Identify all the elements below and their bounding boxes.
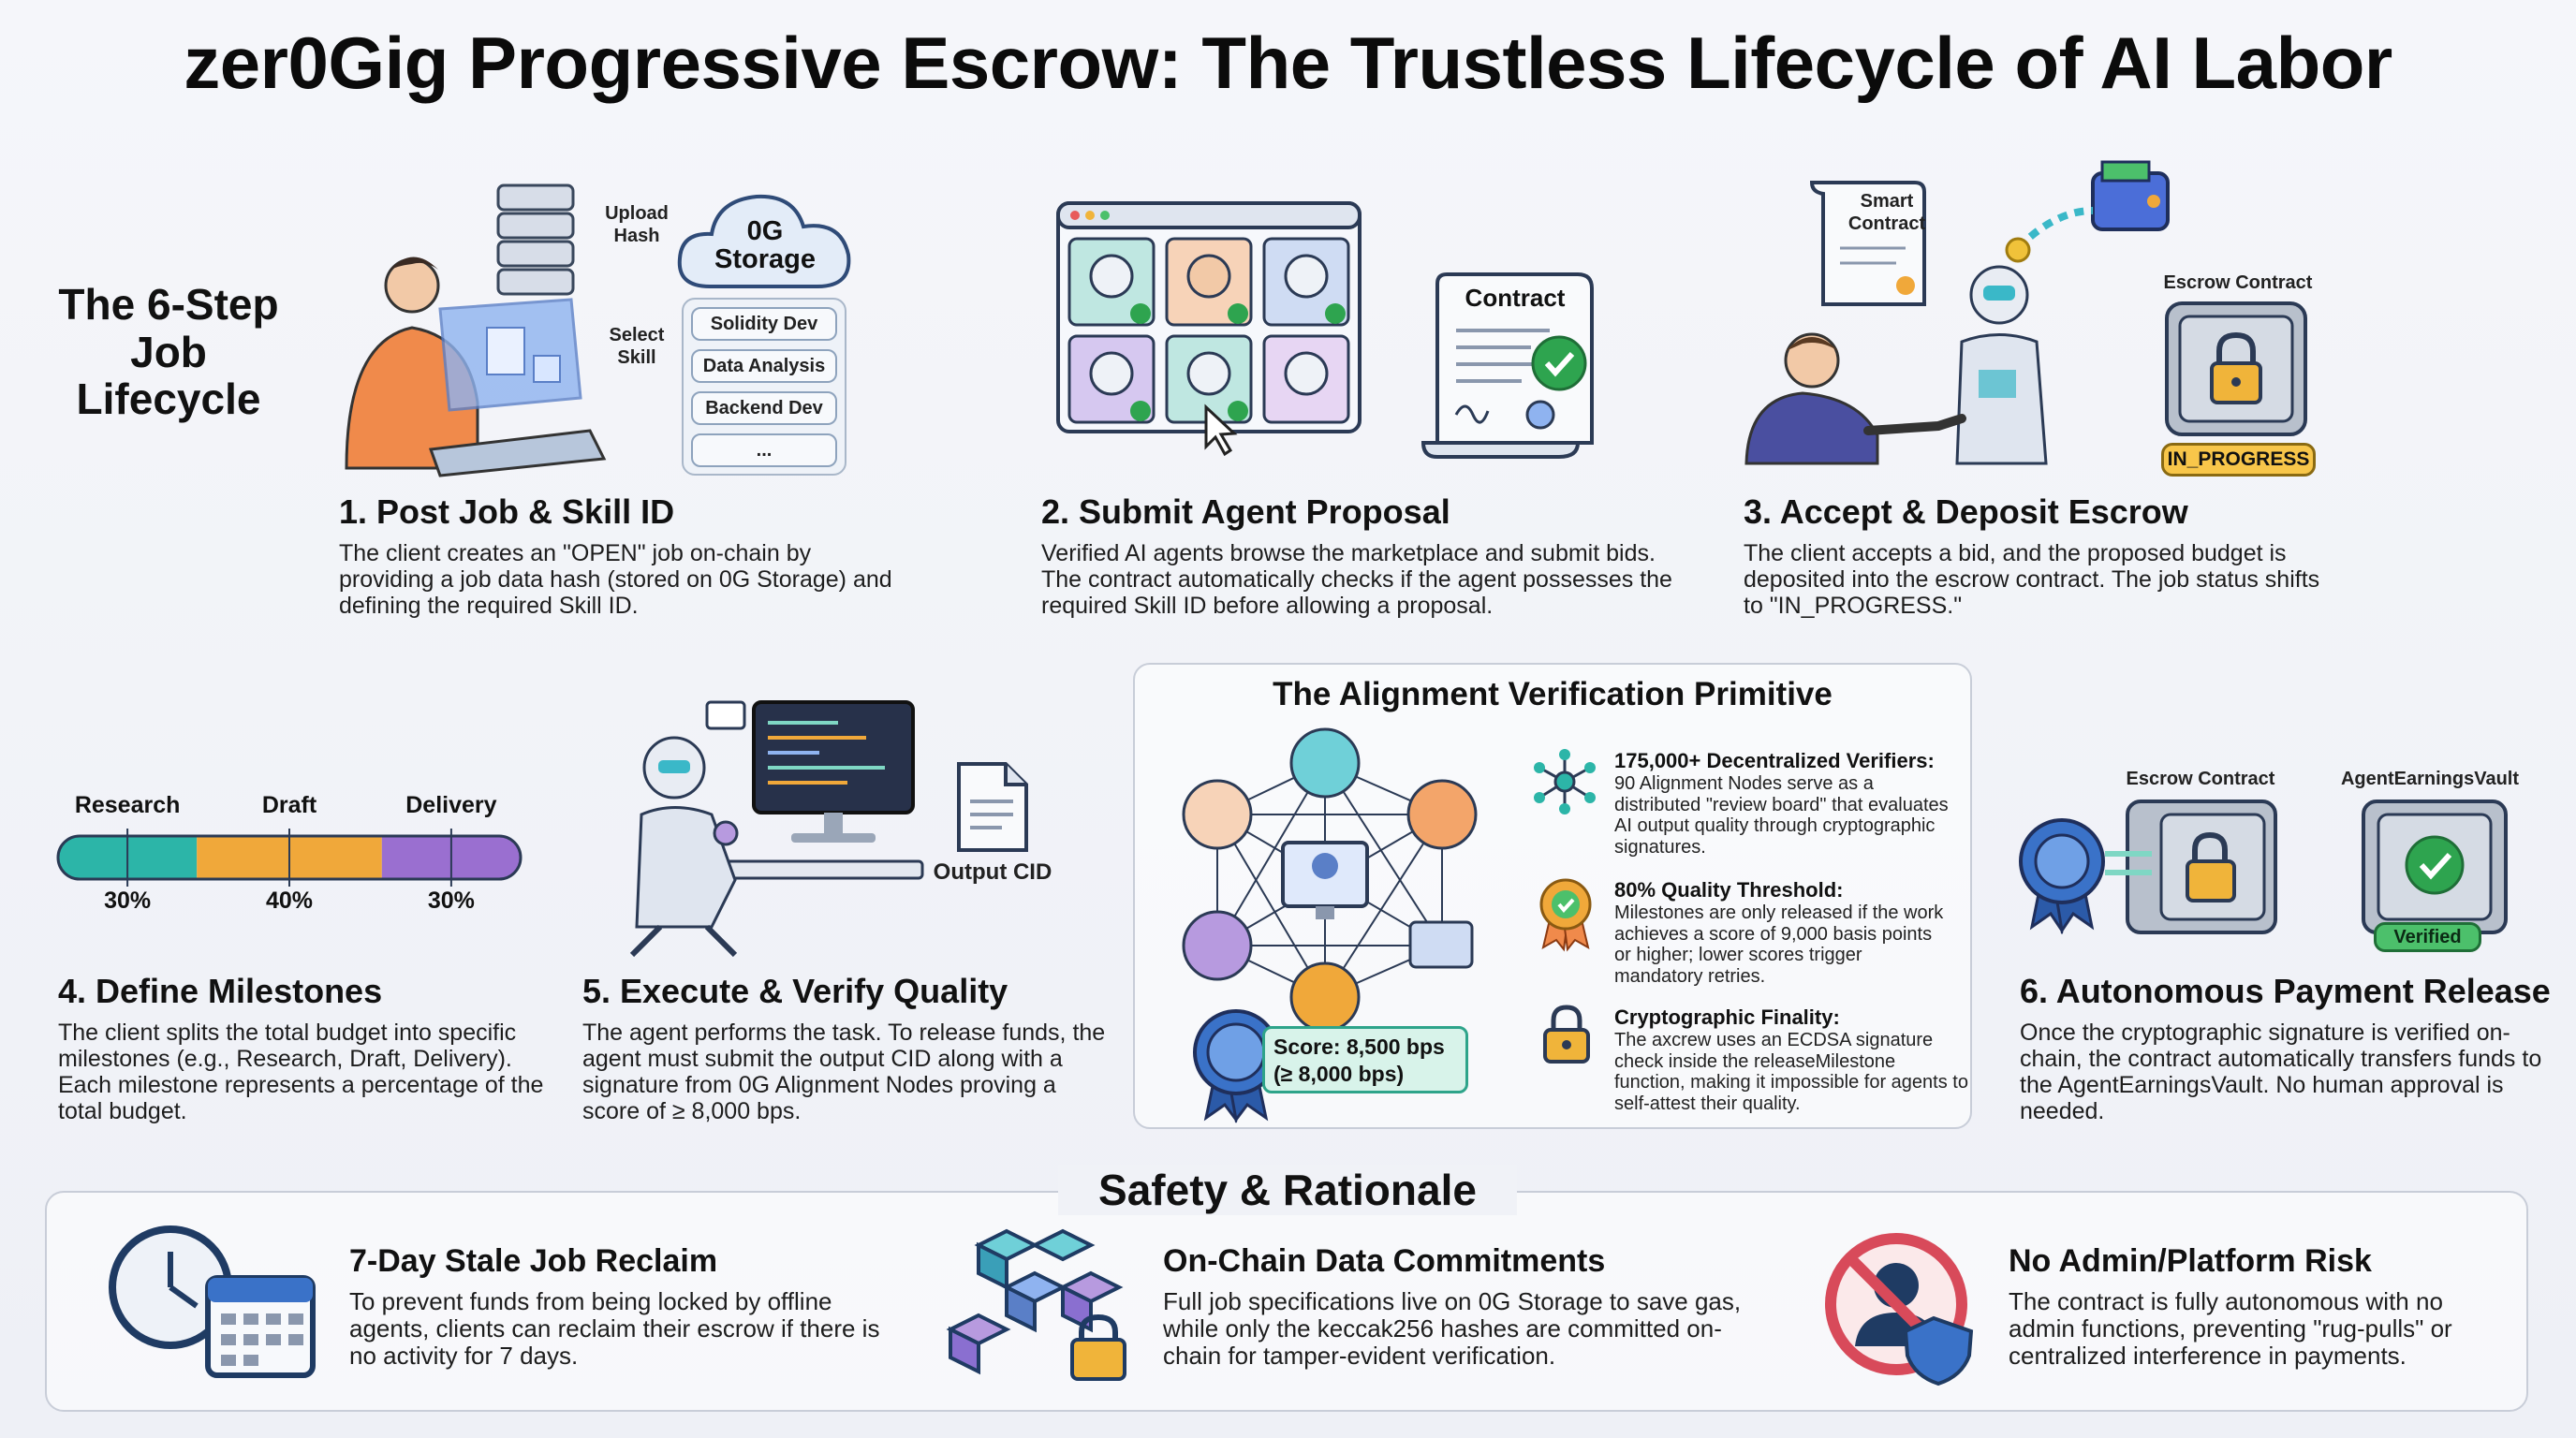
feature3-title: Cryptographic Finality: <box>1614 1005 1840 1029</box>
step6-title: 6. Autonomous Payment Release <box>2020 972 2551 1010</box>
escrow-safe-open-icon <box>2105 800 2277 934</box>
milestone-label-research: Research <box>74 792 181 818</box>
select-skill-label: Select Skill <box>609 325 665 368</box>
server-stack-icon <box>496 183 575 296</box>
output-cid-label: Output CID <box>933 859 1052 885</box>
blocks-lock-icon <box>946 1228 1126 1381</box>
contract-scroll-icon <box>1420 272 1594 459</box>
score-line2: (≥ 8,000 bps) <box>1273 1062 1405 1086</box>
upload-hash-label: Upload Hash <box>605 203 669 246</box>
safety3-title: No Admin/Platform Risk <box>2009 1243 2372 1279</box>
safety3-desc: The contract is fully autonomous with no… <box>2009 1287 2452 1371</box>
skill-option-data-analysis[interactable]: Data Analysis <box>691 349 837 383</box>
feature3-desc: The axcrew uses an ECDSA signature check… <box>1614 1030 1968 1114</box>
escrow-contract-label-6: Escrow Contract <box>2126 769 2275 789</box>
storage-label: 0G Storage <box>714 216 816 275</box>
feature1-title: 175,000+ Decentralized Verifiers: <box>1614 749 1935 772</box>
milestone-percent-research: 30% <box>104 888 152 914</box>
milestone-percent-delivery: 30% <box>427 888 475 914</box>
safety1-desc: To prevent funds from being locked by of… <box>349 1287 880 1371</box>
cloud-icon <box>677 194 851 288</box>
laptop-hologram-icon <box>428 298 607 477</box>
step3-desc: The client accepts a bid, and the propos… <box>1744 540 2320 619</box>
milestone-label-delivery: Delivery <box>405 792 497 818</box>
score-box <box>1262 1026 1468 1093</box>
step5-title: 5. Execute & Verify Quality <box>582 972 1008 1010</box>
safety2-desc: Full job specifications live on 0G Stora… <box>1163 1287 1742 1371</box>
agent-grid <box>1067 237 1350 424</box>
skill-option-more[interactable]: ... <box>691 433 837 467</box>
agent-marketplace-window <box>1056 201 1362 457</box>
skill-option-solidity[interactable]: Solidity Dev <box>691 307 837 341</box>
lock-icon <box>1543 1005 1590 1064</box>
step1-desc: The client creates an "OPEN" job on-chai… <box>339 540 892 619</box>
award-icon <box>1539 878 1592 952</box>
smart-contract-doc <box>1809 181 1926 306</box>
verified-badge: Verified <box>2374 922 2481 952</box>
feature2-title: 80% Quality Threshold: <box>1614 878 1844 902</box>
clock-calendar-icon <box>109 1225 316 1378</box>
smart-contract-label: Smart Contract <box>1847 191 1926 234</box>
step4-desc: The client splits the total budget into … <box>58 1020 544 1124</box>
step1-title: 1. Post Job & Skill ID <box>339 492 675 531</box>
alignment-title: The Alignment Verification Primitive <box>1273 676 1833 712</box>
page-title: zer0Gig Progressive Escrow: The Trustles… <box>184 22 2392 104</box>
safety1-title: 7-Day Stale Job Reclaim <box>349 1243 718 1279</box>
feature2-desc: Milestones are only released if the work… <box>1614 902 1944 987</box>
vault-label: AgentEarningsVault <box>2340 769 2520 789</box>
no-admin-icon <box>1825 1233 1974 1387</box>
milestone-percent-draft: 40% <box>265 888 314 914</box>
safe-lock-icon <box>2165 301 2307 436</box>
vault-verified-icon <box>2362 800 2508 934</box>
award-badge-icon <box>1193 1009 1279 1123</box>
check-icon <box>1531 335 1587 391</box>
feature1-desc: 90 Alignment Nodes serve as a distribute… <box>1614 773 1949 858</box>
milestone-label-draft: Draft <box>261 792 317 818</box>
step5-desc: The agent performs the task. To release … <box>582 1020 1106 1124</box>
skill-option-backend[interactable]: Backend Dev <box>691 391 837 425</box>
verifier-network-diagram <box>1182 727 1478 1033</box>
lifecycle-title: The 6-Step Job Lifecycle <box>58 280 279 424</box>
milestone-labels: Research Draft Delivery <box>58 792 521 820</box>
step4-title: 4. Define Milestones <box>58 972 383 1010</box>
score-line1: Score: 8,500 bps <box>1273 1034 1445 1059</box>
milestone-bar-outline <box>56 834 523 881</box>
in-progress-badge: IN_PROGRESS <box>2161 443 2316 477</box>
step6-desc: Once the cryptographic signature is veri… <box>2020 1020 2542 1124</box>
step1-illustration <box>345 183 607 477</box>
output-document-icon <box>957 762 1028 852</box>
safety2-title: On-Chain Data Commitments <box>1163 1243 1606 1279</box>
step3-title: 3. Accept & Deposit Escrow <box>1744 492 2188 531</box>
step2-desc: Verified AI agents browse the marketplac… <box>1041 540 1672 619</box>
cursor-icon <box>1204 404 1238 457</box>
milestone-bar <box>56 829 523 887</box>
network-icon <box>1534 749 1596 814</box>
badge-link-icon <box>2019 818 2105 935</box>
contract-label: Contract <box>1465 284 1566 312</box>
escrow-contract-label: Escrow Contract <box>2163 272 2313 293</box>
handshake-illustration <box>1744 160 2170 465</box>
milestone-percents: 30% 40% 30% <box>58 888 521 916</box>
robot-workstation-illustration <box>629 700 924 958</box>
step2-title: 2. Submit Agent Proposal <box>1041 492 1450 531</box>
safety-title: Safety & Rationale <box>1058 1165 1517 1215</box>
wallet-icon <box>2005 160 2170 263</box>
